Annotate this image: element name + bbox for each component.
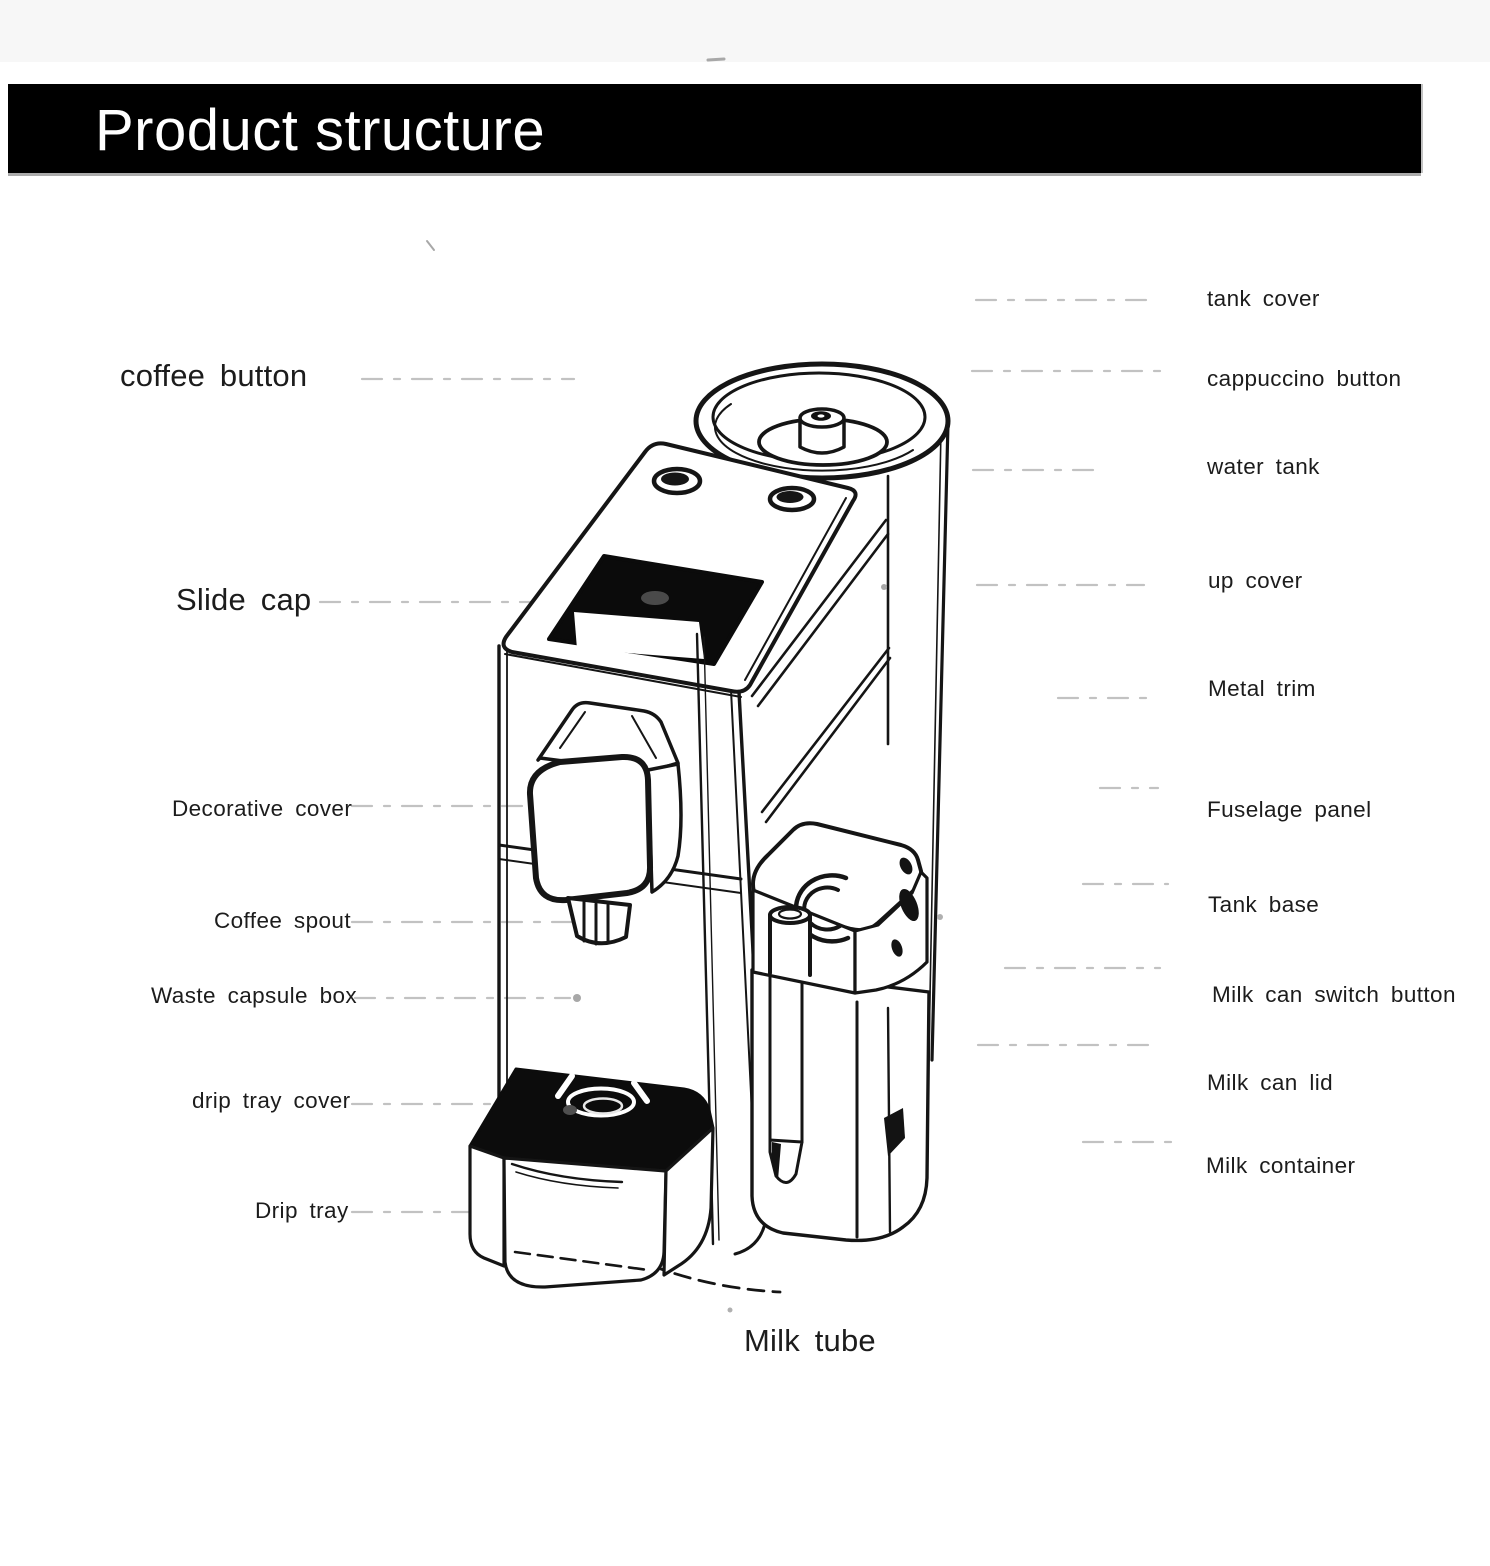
leader-lines xyxy=(318,298,1180,1214)
coffee-button-shape xyxy=(651,466,703,496)
label-up-cover: up cover xyxy=(1208,568,1303,593)
water-tank xyxy=(886,421,950,1062)
label-metal-trim: Metal trim xyxy=(1208,676,1316,701)
header-bar: Product structure xyxy=(8,84,1421,173)
decorative-cover-shape xyxy=(527,700,683,904)
label-fuselage-panel: Fuselage panel xyxy=(1207,797,1372,822)
label-milk-container: Milk container xyxy=(1206,1153,1356,1178)
label-milk-can-switch-button: Milk can switch button xyxy=(1212,982,1456,1007)
milk-tube-shape xyxy=(768,1138,804,1184)
milk-tube-top-shape xyxy=(768,905,812,977)
label-drip-tray-cover: drip tray cover xyxy=(192,1088,351,1113)
drip-tray-cover-shape xyxy=(468,1067,715,1173)
label-waste-capsule-box: Waste capsule box xyxy=(151,983,358,1008)
page-title: Product structure xyxy=(95,98,546,163)
label-tank-base: Tank base xyxy=(1208,892,1320,917)
drip-tray-shape xyxy=(468,1126,715,1289)
coffee-spout-shape xyxy=(566,896,632,946)
label-water-tank: water tank xyxy=(1207,454,1320,479)
label-milk-can-lid: Milk can lid xyxy=(1207,1070,1334,1095)
cappuccino-button-shape xyxy=(767,485,817,513)
milk-can-latch-notch xyxy=(884,1108,905,1156)
label-drip-tray: Drip tray xyxy=(255,1198,349,1223)
label-decorative-cover: Decorative cover xyxy=(172,796,353,821)
tank-cover xyxy=(693,361,951,481)
scan-artifact-strip xyxy=(0,0,1490,62)
label-milk-tube: Milk tube xyxy=(744,1323,876,1358)
label-coffee-spout: Coffee spout xyxy=(214,908,351,933)
slide-cap-slot xyxy=(547,554,764,666)
label-coffee-button: coffee button xyxy=(120,358,308,393)
scan-noise xyxy=(426,57,943,1313)
milk-container-shape xyxy=(750,968,931,1243)
label-slide-cap: Slide cap xyxy=(176,582,312,617)
label-cappuccino-button: cappuccino button xyxy=(1207,366,1402,391)
label-tank-cover: tank cover xyxy=(1207,286,1320,311)
